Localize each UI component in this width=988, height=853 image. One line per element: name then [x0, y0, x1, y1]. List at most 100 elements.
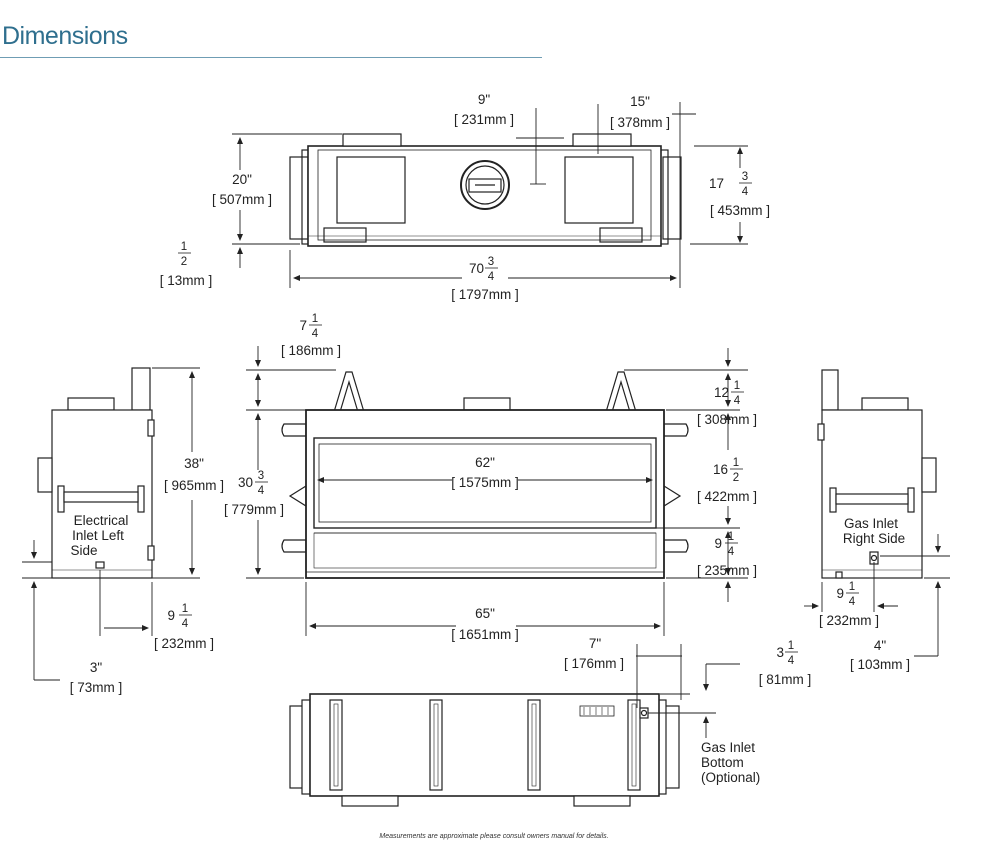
svg-text:[ 232mm ]: [ 232mm ]: [154, 636, 214, 651]
dim-70-mm: 1797mm: [459, 287, 512, 302]
front-dim-30-den: 4: [258, 485, 265, 497]
front-dim-12-whole: 12: [714, 385, 729, 400]
bottom-dim-3-whole: 3: [776, 645, 784, 660]
svg-text:[ 965mm ]: [ 965mm ]: [164, 478, 224, 493]
dim-38-mm: 965mm: [171, 478, 216, 493]
top-view-dimension-lines: [232, 102, 748, 288]
page-title: Dimensions: [2, 22, 128, 50]
front-view: [281, 371, 689, 579]
dim-half-mm: 13mm: [167, 273, 205, 288]
bottom-label-line3: (Optional): [701, 770, 760, 785]
svg-text:[ 1575mm ]: [ 1575mm ]: [451, 475, 519, 490]
front-dim-62-imp: 62": [475, 455, 495, 470]
front-dim-16-mm: 422mm: [704, 489, 749, 504]
top-view-dimension-text: 9" [ 231mm ] 15" [ 378mm ] 20" [ 507mm ]…: [160, 92, 770, 302]
dim-17-whole: 17: [709, 176, 724, 191]
left-view-dimension-lines: [22, 367, 200, 681]
bottom-view-dimension-lines: [636, 644, 740, 738]
dim-70-whole: 70: [469, 261, 484, 276]
front-dim-7-den: 4: [312, 328, 319, 340]
dim-38-imp: 38": [184, 456, 204, 471]
svg-text:[ 378mm ]: [ 378mm ]: [610, 115, 670, 130]
bottom-view: [289, 693, 680, 807]
right-dim-9-mm: 232mm: [826, 613, 871, 628]
svg-text:[ 453mm ]: [ 453mm ]: [710, 203, 770, 218]
right-dim-9-whole: 9: [836, 586, 844, 601]
left-dim-3-imp: 3": [90, 660, 103, 675]
left-dim-9-whole: 9: [167, 608, 175, 623]
dim-70-num: 3: [488, 256, 494, 268]
right-label-line1: Gas Inlet: [844, 516, 898, 531]
bottom-label-line1: Gas Inlet: [701, 740, 755, 755]
front-dim-9-num: 1: [728, 531, 734, 543]
dim-17-mm: 453mm: [717, 203, 762, 218]
front-dim-16-num: 1: [733, 457, 739, 469]
svg-text:[ 779mm ]: [ 779mm ]: [224, 502, 284, 517]
footnote: Measurements are approximate please cons…: [379, 833, 609, 840]
svg-text:[ 73mm ]: [ 73mm ]: [70, 680, 123, 695]
left-side-view: [37, 367, 155, 579]
front-dim-30-num: 3: [258, 470, 264, 482]
front-dim-30-whole: 30: [238, 475, 253, 490]
svg-text:[ 308mm ]: [ 308mm ]: [697, 412, 757, 427]
dim-9-imp: 9": [478, 92, 491, 107]
dim-half-num: 1: [181, 241, 187, 253]
front-dim-12-den: 4: [734, 395, 741, 407]
svg-text:[ 13mm ]: [ 13mm ]: [160, 273, 213, 288]
svg-text:[ 232mm ]: [ 232mm ]: [819, 613, 879, 628]
left-dim-9-mm: 232mm: [161, 636, 206, 651]
bottom-dim-3-den: 4: [788, 655, 795, 667]
bottom-dim-3-num: 1: [788, 640, 794, 652]
svg-text:[ 103mm ]: [ 103mm ]: [850, 657, 910, 672]
front-dim-65-mm: 1651mm: [459, 627, 512, 642]
dim-9-mm: 231mm: [461, 112, 506, 127]
front-view-text: 7 1 4 [ 186mm ] 12 1 4 [ 308mm ] 30 3 4 …: [224, 313, 757, 642]
svg-text:[ 81mm ]: [ 81mm ]: [759, 672, 812, 687]
right-view-dimension-lines: [804, 534, 950, 657]
front-dim-12-num: 1: [734, 380, 740, 392]
front-dim-16-den: 2: [733, 472, 739, 484]
left-dim-3-mm: 73mm: [77, 680, 115, 695]
svg-text:[ 507mm ]: [ 507mm ]: [212, 192, 272, 207]
left-label-line1: Electrical: [74, 513, 129, 528]
svg-text:[ 176mm ]: [ 176mm ]: [564, 656, 624, 671]
left-label-line2: Inlet Left: [72, 528, 124, 543]
front-view-dimension-lines: [246, 346, 748, 636]
dim-15-mm: 378mm: [617, 115, 662, 130]
bottom-dim-3-mm: 81mm: [766, 672, 804, 687]
front-dim-7-mm: 186mm: [288, 343, 333, 358]
left-label-line3: Side: [70, 543, 97, 558]
front-dim-7-whole: 7: [299, 318, 307, 333]
front-dim-9-den: 4: [728, 546, 735, 558]
dim-70-den: 4: [488, 271, 495, 283]
right-label-line2: Right Side: [843, 531, 905, 546]
front-dim-16-whole: 16: [713, 462, 728, 477]
right-view-text: Gas Inlet Right Side 9 1 4 [ 232mm ] 4" …: [819, 516, 910, 672]
right-side-view: [817, 369, 937, 579]
bottom-view-text: 7" [ 176mm ] 3 1 4 [ 81mm ] Gas Inlet Bo…: [564, 636, 811, 785]
dim-17-num: 3: [742, 171, 748, 183]
dim-half-den: 2: [181, 256, 187, 268]
dim-15-imp: 15": [630, 94, 650, 109]
front-dim-9-whole: 9: [714, 536, 722, 551]
left-dim-9-den: 4: [182, 618, 189, 630]
svg-text:[ 1651mm ]: [ 1651mm ]: [451, 627, 519, 642]
front-dim-12-mm: 308mm: [704, 412, 749, 427]
left-view-text: 38" [ 965mm ] Electrical Inlet Left Side…: [70, 456, 224, 695]
front-dim-62-mm: 1575mm: [459, 475, 512, 490]
front-dim-9-mm: 235mm: [704, 563, 749, 578]
bottom-dim-7-mm: 176mm: [571, 656, 616, 671]
dim-20-mm: 507mm: [219, 192, 264, 207]
right-dim-9-den: 4: [849, 596, 856, 608]
front-dim-65-imp: 65": [475, 606, 495, 621]
svg-text:[ 186mm ]: [ 186mm ]: [281, 343, 341, 358]
dim-20-imp: 20": [232, 172, 252, 187]
bottom-dim-7-imp: 7": [589, 636, 602, 651]
svg-text:[ 422mm ]: [ 422mm ]: [697, 489, 757, 504]
dim-17-den: 4: [742, 186, 749, 198]
svg-text:[ 1797mm ]: [ 1797mm ]: [451, 287, 519, 302]
svg-text:[ 235mm ]: [ 235mm ]: [697, 563, 757, 578]
right-dim-4-mm: 103mm: [857, 657, 902, 672]
left-dim-9-num: 1: [182, 603, 188, 615]
